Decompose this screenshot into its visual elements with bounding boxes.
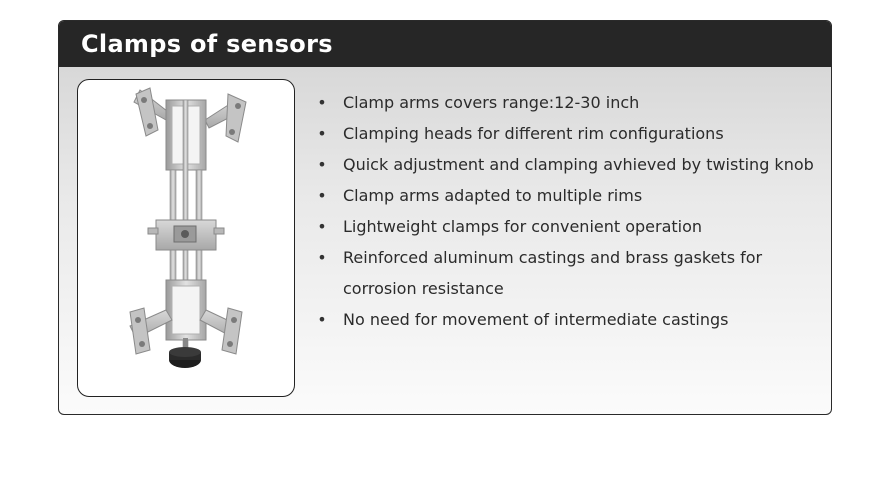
bullet-icon: • — [317, 186, 327, 205]
list-item: • Clamp arms adapted to multiple rims — [315, 180, 825, 211]
feature-text: Reinforced aluminum castings and brass g… — [343, 248, 763, 298]
feature-text: Clamping heads for different rim configu… — [343, 124, 724, 143]
wheel-clamp-illustration — [129, 87, 247, 368]
bullet-icon: • — [317, 310, 327, 329]
bullet-icon: • — [317, 93, 327, 112]
feature-text: Clamp arms adapted to multiple rims — [343, 186, 643, 205]
feature-text: No need for movement of intermediate cas… — [343, 310, 729, 329]
feature-list: • Clamp arms covers range:12-30 inch • Cla… — [315, 87, 825, 335]
list-item: • Clamp arms covers range:12-30 inch — [315, 87, 825, 118]
section-title: Clamps of sensors — [81, 30, 333, 58]
feature-text: Clamp arms covers range:12-30 inch — [343, 93, 640, 112]
list-item: • Lightweight clamps for convenient opera… — [315, 211, 825, 242]
product-image-frame — [77, 79, 295, 397]
list-item: • No need for movement of intermediate ca… — [315, 304, 825, 335]
list-item: • Reinforced aluminum castings and brass … — [315, 242, 825, 304]
card-header: Clamps of sensors — [59, 21, 831, 67]
list-item: • Quick adjustment and clamping avhieved … — [315, 149, 825, 180]
list-item: • Clamping heads for different rim config… — [315, 118, 825, 149]
feature-text: Lightweight clamps for convenient operat… — [343, 217, 703, 236]
bullet-icon: • — [317, 217, 327, 236]
bullet-icon: • — [317, 124, 327, 143]
feature-card: Clamps of sensors — [58, 20, 832, 415]
bullet-icon: • — [317, 248, 327, 267]
feature-text: Quick adjustment and clamping avhieved b… — [343, 155, 814, 174]
bullet-icon: • — [317, 155, 327, 174]
